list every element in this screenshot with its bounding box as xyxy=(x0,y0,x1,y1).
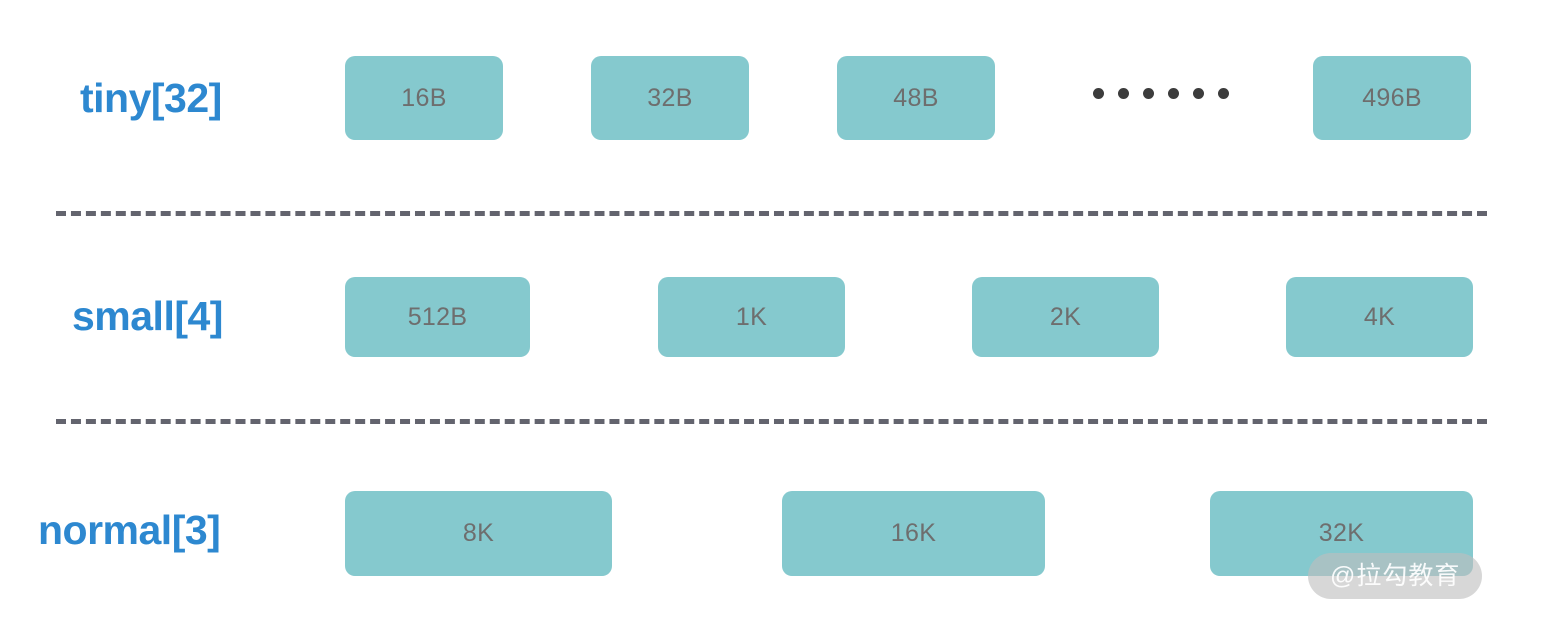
ellipsis-dot-icon xyxy=(1143,88,1154,99)
memory-block-label: 2K xyxy=(1049,302,1082,331)
row-label-normal: normal[3] xyxy=(38,507,221,553)
ellipsis-dot-icon xyxy=(1118,88,1129,99)
row-label-tiny: tiny[32] xyxy=(80,75,222,121)
ellipsis-dot-icon xyxy=(1218,88,1229,99)
memory-block-normal-2: 32K xyxy=(1210,491,1473,576)
memory-block-small-0: 512B xyxy=(345,277,530,357)
memory-block-tiny-0: 16B xyxy=(345,56,503,140)
ellipsis-dot-icon xyxy=(1193,88,1204,99)
memory-block-normal-1: 16K xyxy=(782,491,1045,576)
memory-block-label: 48B xyxy=(893,83,939,112)
memory-block-label: 1K xyxy=(735,302,768,331)
ellipsis-dot-icon xyxy=(1093,88,1104,99)
memory-block-label: 16B xyxy=(401,83,447,112)
memory-block-normal-0: 8K xyxy=(345,491,612,576)
memory-block-label: 32K xyxy=(1318,519,1365,547)
memory-block-label: 32B xyxy=(647,83,693,112)
row-label-small: small[4] xyxy=(72,293,223,339)
memory-block-label: 496B xyxy=(1362,83,1422,112)
memory-block-tiny-2: 48B xyxy=(837,56,995,140)
memory-block-tiny-3: 496B xyxy=(1313,56,1471,140)
memory-block-small-1: 1K xyxy=(658,277,845,357)
memory-block-tiny-1: 32B xyxy=(591,56,749,140)
divider-tiny-small xyxy=(56,211,1487,216)
memory-block-small-2: 2K xyxy=(972,277,1159,357)
memory-block-label: 4K xyxy=(1363,302,1396,331)
ellipsis-tiny xyxy=(1093,88,1229,99)
memory-block-label: 16K xyxy=(890,519,937,547)
memory-block-label: 8K xyxy=(462,519,495,547)
divider-small-normal xyxy=(56,419,1487,424)
ellipsis-dot-icon xyxy=(1168,88,1179,99)
memory-block-label: 512B xyxy=(407,302,468,331)
memory-block-small-3: 4K xyxy=(1286,277,1473,357)
